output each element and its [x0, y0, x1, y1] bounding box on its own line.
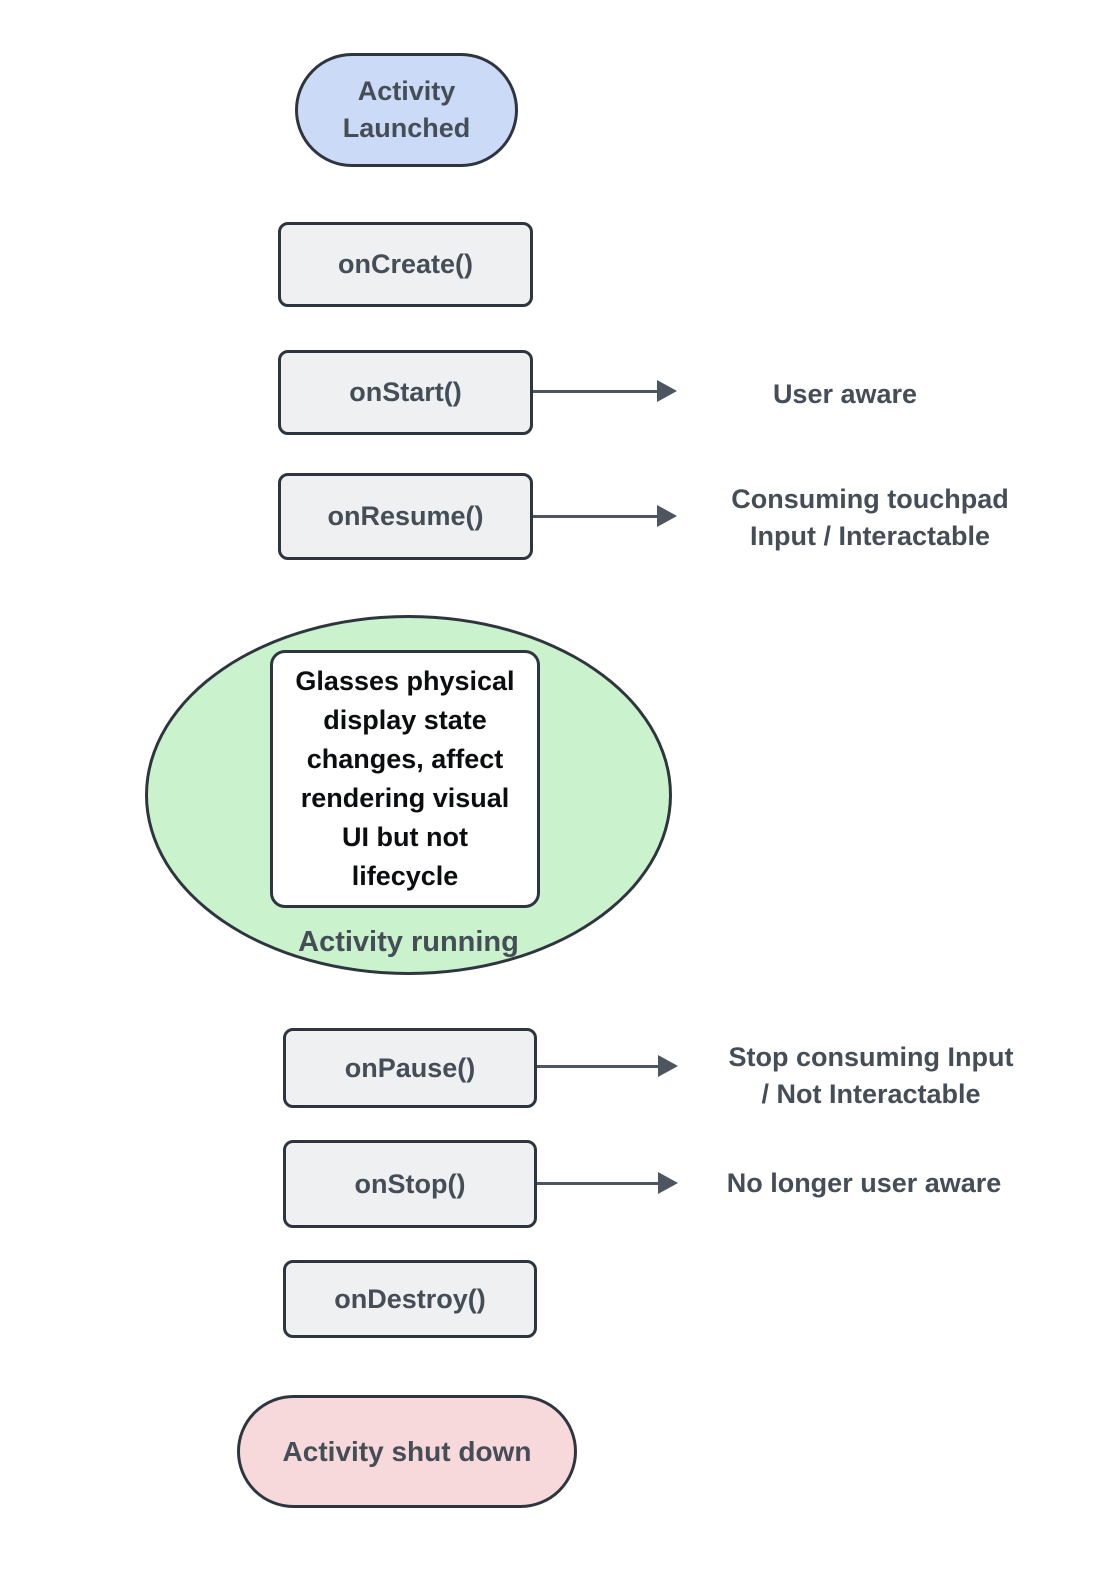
arrow-onresume-to-consuming-input: [533, 505, 677, 527]
node-onstop: onStop(): [283, 1140, 537, 1228]
node-onstop-label: onStop(): [354, 1168, 466, 1199]
node-onstart-label: onStart(): [349, 377, 462, 407]
arrow-shaft: [537, 1064, 660, 1068]
node-onresume: onResume(): [278, 473, 533, 560]
node-ondestroy: onDestroy(): [283, 1260, 537, 1338]
arrow-shaft: [533, 514, 659, 518]
arrowhead-icon: [658, 1172, 678, 1194]
node-oncreate: onCreate(): [278, 222, 533, 307]
node-onpause: onPause(): [283, 1028, 537, 1108]
arrowhead-icon: [657, 505, 677, 527]
arrow-shaft: [537, 1181, 660, 1185]
running-note-box: Glasses physical display state changes, …: [270, 650, 540, 908]
arrow-onpause-to-stop-consuming: [537, 1055, 678, 1077]
node-activity-shut-down-label: Activity shut down: [282, 1435, 532, 1467]
arrowhead-icon: [657, 380, 677, 402]
node-activity-running: Glasses physical display state changes, …: [145, 615, 672, 975]
arrow-onstart-to-user-aware: [533, 380, 677, 402]
node-activity-launched-label: Activity Launched: [342, 76, 471, 143]
node-activity-launched: Activity Launched: [295, 53, 518, 167]
node-activity-running-label: Activity running: [298, 926, 519, 958]
annotation-stop-consuming-input: Stop consuming Input / Not Interactable: [728, 1042, 1014, 1109]
arrow-shaft: [533, 389, 659, 393]
annotation-user-aware: User aware: [772, 379, 918, 409]
node-ondestroy-label: onDestroy(): [334, 1283, 486, 1314]
node-onstart: onStart(): [278, 350, 533, 435]
node-activity-shut-down: Activity shut down: [237, 1395, 577, 1508]
arrow-onstop-to-no-longer-aware: [537, 1172, 678, 1194]
node-onpause-label: onPause(): [344, 1052, 476, 1083]
node-onresume-label: onResume(): [327, 501, 484, 531]
arrowhead-icon: [658, 1055, 678, 1077]
annotation-no-longer-user-aware: No longer user aware: [726, 1168, 1002, 1198]
annotation-consuming-touchpad: Consuming touchpad Input / Interactable: [731, 484, 1009, 551]
node-oncreate-label: onCreate(): [337, 249, 473, 279]
